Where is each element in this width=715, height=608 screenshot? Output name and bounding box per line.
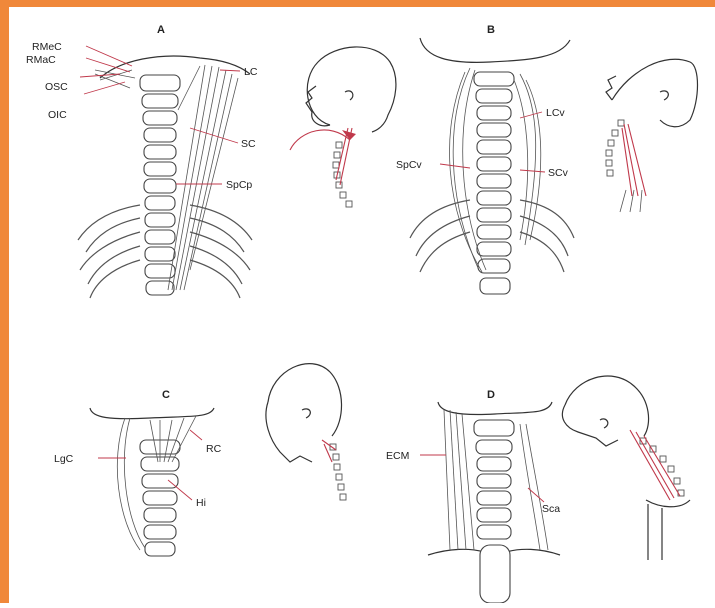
panel-c-label: C [162, 389, 170, 401]
label-oic: OIC [48, 109, 67, 121]
label-rmac: RMaC [26, 54, 56, 66]
spine-a [140, 75, 180, 295]
cervical-squares-b [606, 120, 624, 176]
label-osc: OSC [45, 81, 68, 93]
head-inset-b [606, 59, 698, 212]
label-scv: SCv [548, 167, 569, 179]
label-sca: Sca [542, 503, 560, 515]
panel-b-label: B [487, 24, 495, 36]
label-ecm: ECM [386, 450, 409, 462]
label-rmec: RMeC [32, 41, 62, 53]
label-spcp: SpCp [226, 179, 252, 191]
label-hi: Hi [196, 497, 206, 509]
label-rc: RC [206, 443, 222, 455]
muscles-a [168, 65, 238, 290]
panel-c: C RC LgC Hi [54, 364, 346, 556]
spine-b [474, 72, 514, 294]
frame-top [0, 0, 715, 7]
head-inset-c [266, 364, 346, 500]
skull-base-d [438, 402, 552, 415]
label-sc: SC [241, 138, 256, 150]
cervical-squares-c [330, 444, 346, 500]
head-inset-a [290, 47, 396, 207]
head-inset-d [562, 376, 690, 560]
label-spcv: SpCv [396, 159, 422, 171]
skull-base-b [420, 38, 570, 62]
panel-a-label: A [157, 24, 165, 36]
spine-d [474, 420, 514, 539]
panel-b: B [396, 24, 698, 294]
panel-d-label: D [487, 389, 495, 401]
clavicle-d [428, 545, 560, 603]
frame-left [0, 0, 9, 603]
label-lcv: LCv [546, 107, 565, 119]
label-lgc: LgC [54, 453, 74, 465]
panel-a: A [26, 24, 396, 298]
label-lc: LC [244, 66, 258, 78]
panel-d: D ECM Sca [386, 376, 690, 603]
